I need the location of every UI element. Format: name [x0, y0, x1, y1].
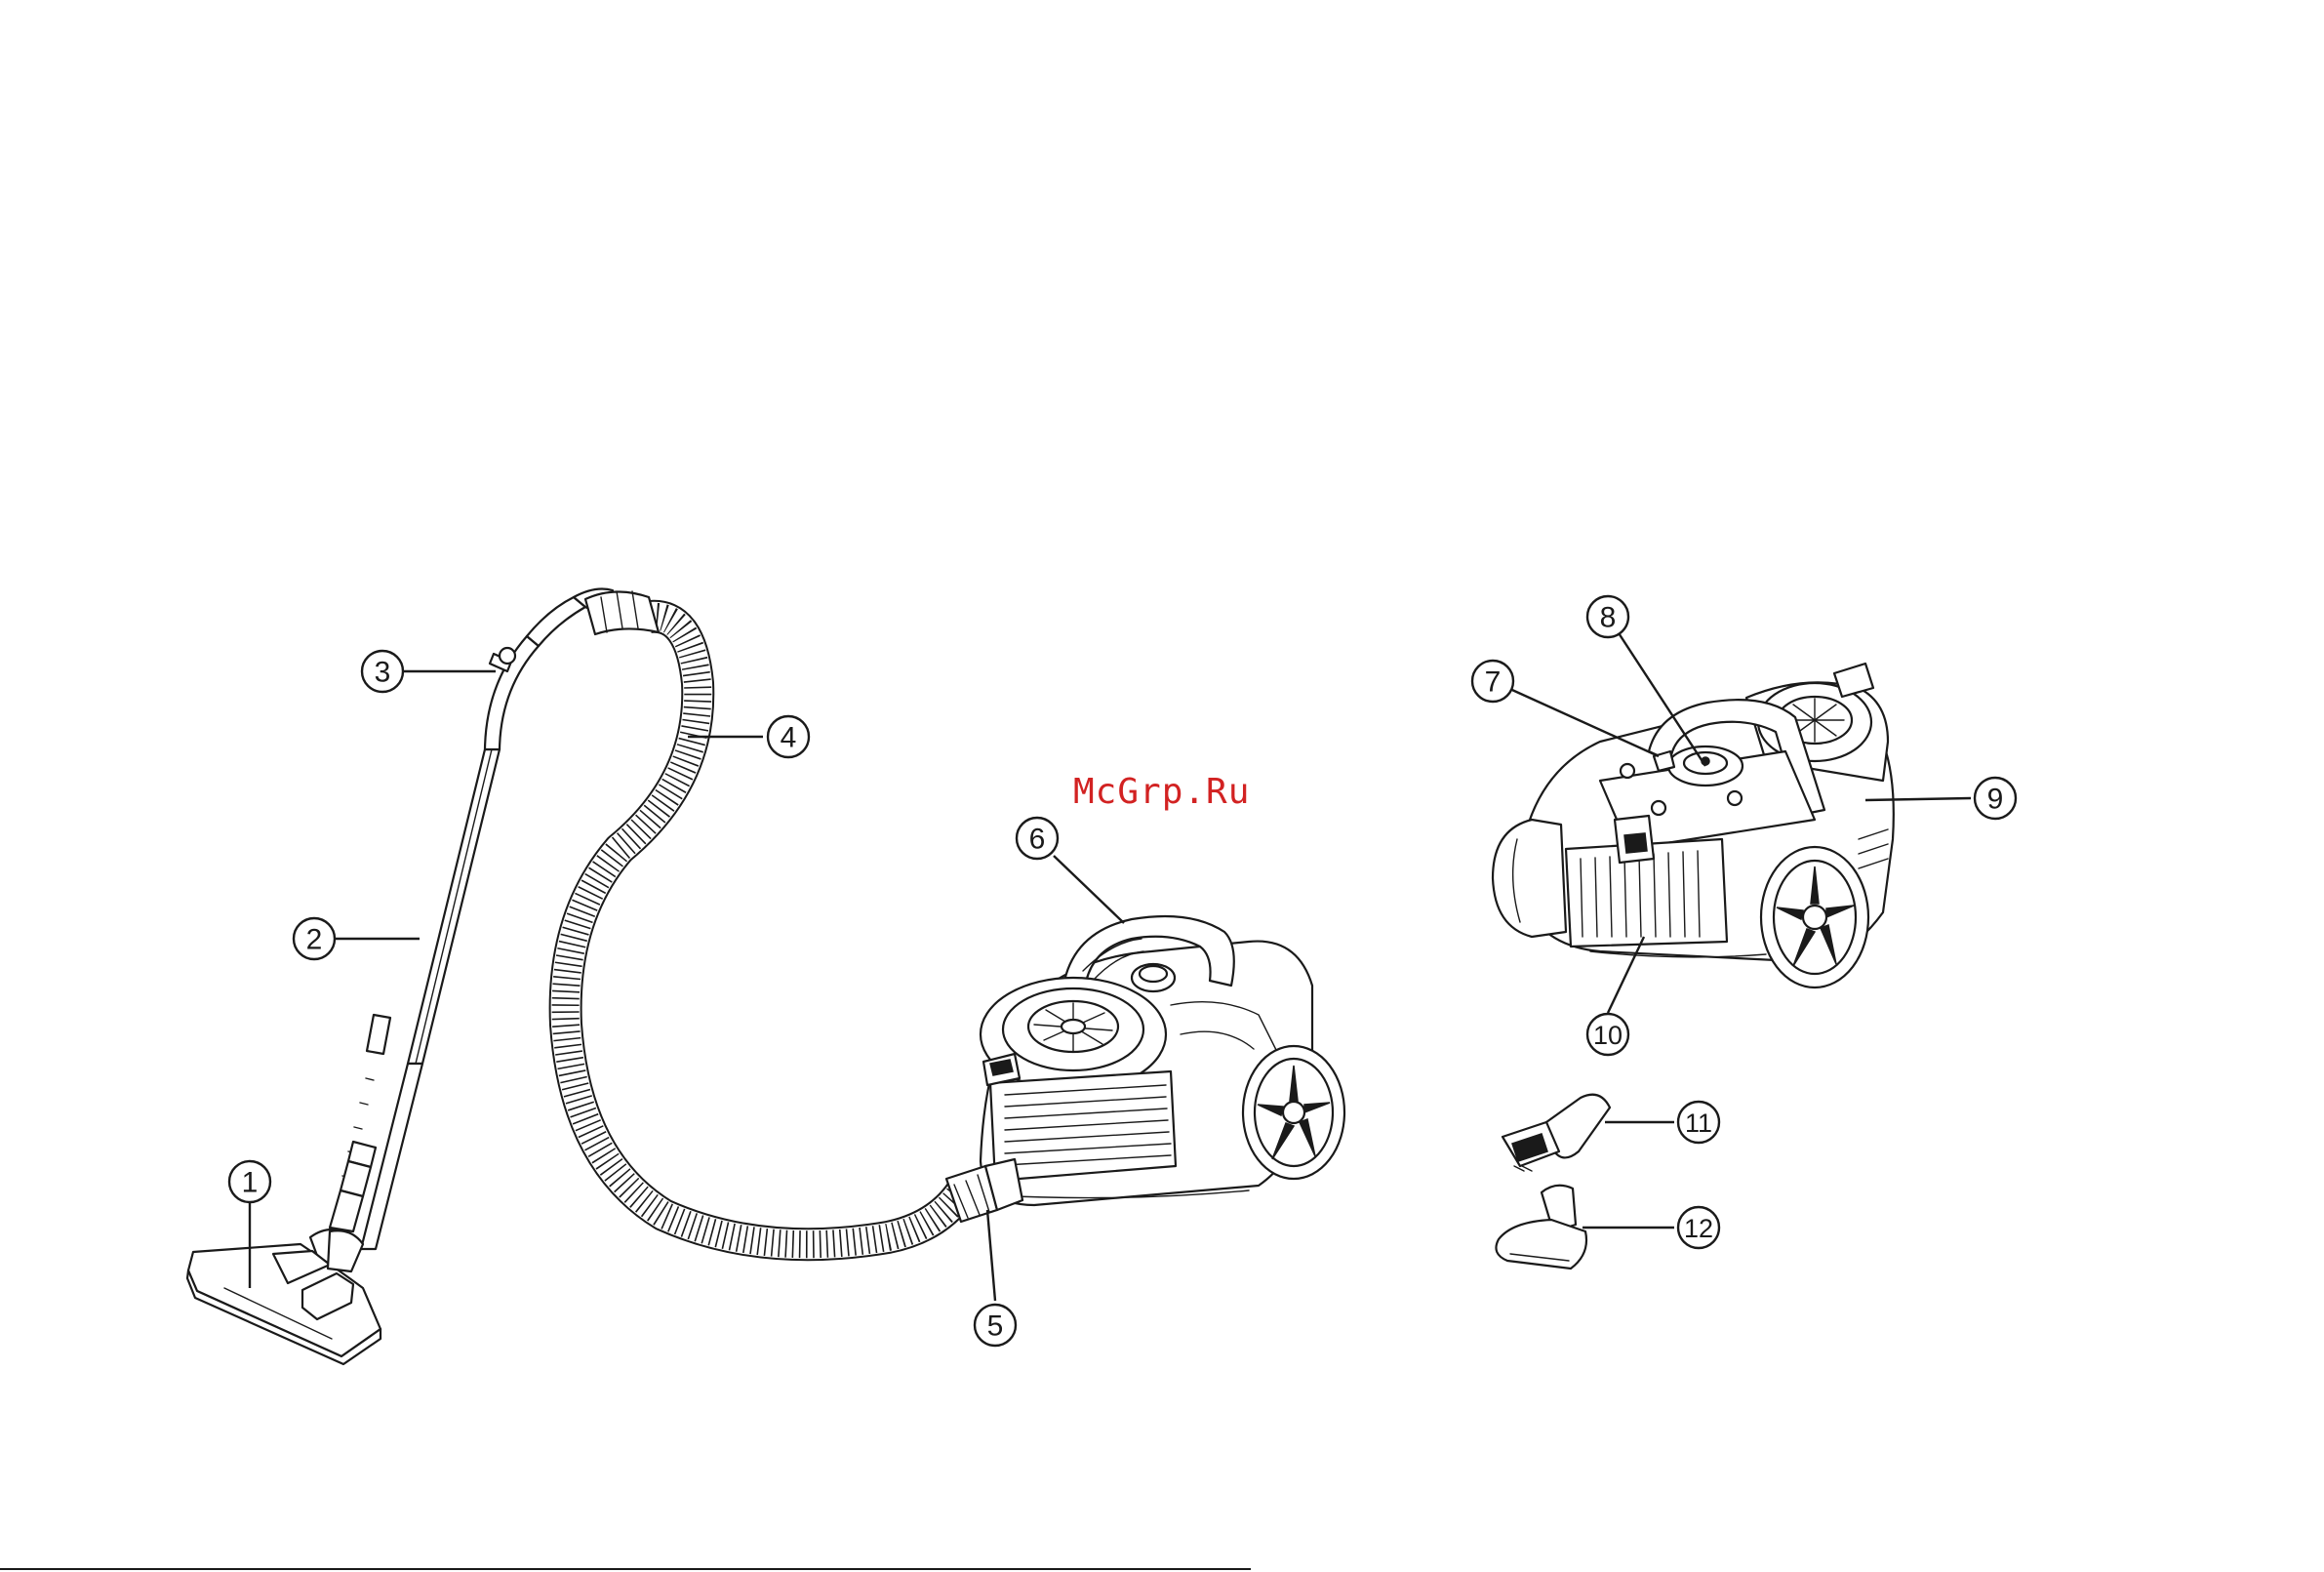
crevice-brush-drawing — [1503, 1095, 1610, 1171]
callout-5-label: 5 — [987, 1310, 1004, 1343]
callout-3-label: 3 — [375, 657, 391, 689]
flexible-hose-drawing — [566, 591, 961, 1244]
callout-7-label: 7 — [1485, 666, 1502, 699]
telescopic-tube-drawing — [341, 749, 500, 1249]
callout-2-label: 2 — [306, 924, 323, 956]
callout-10-label: 10 — [1593, 1021, 1623, 1050]
callout-5: 5 — [975, 1305, 1016, 1346]
callout-12-label: 12 — [1684, 1214, 1713, 1243]
callout-7: 7 — [1472, 661, 1513, 702]
callout-11-label: 11 — [1685, 1108, 1712, 1138]
callout-11: 11 — [1678, 1102, 1719, 1143]
callout-10: 10 — [1587, 1014, 1628, 1055]
callout-3: 3 — [362, 651, 403, 692]
callout-4-label: 4 — [781, 722, 797, 754]
watermark-text: McGrp.Ru — [1073, 772, 1250, 812]
callout-6-label: 6 — [1029, 824, 1046, 856]
callout-2: 2 — [294, 918, 335, 959]
callout-6: 6 — [1017, 818, 1058, 859]
floor-brush-drawing — [187, 1190, 381, 1364]
callout-4: 4 — [768, 716, 809, 757]
upholstery-nozzle-drawing — [1496, 1186, 1586, 1269]
callout-8: 8 — [1587, 596, 1628, 637]
vacuum-rear-view-drawing — [1493, 664, 1894, 988]
callout-9: 9 — [1975, 778, 2016, 819]
callout-9-label: 9 — [1987, 784, 2004, 816]
callout-1-label: 1 — [242, 1167, 259, 1199]
callout-12: 12 — [1678, 1207, 1719, 1248]
callout-8-label: 8 — [1600, 602, 1617, 634]
vacuum-main-body-drawing — [946, 916, 1344, 1222]
callout-1: 1 — [229, 1161, 270, 1202]
